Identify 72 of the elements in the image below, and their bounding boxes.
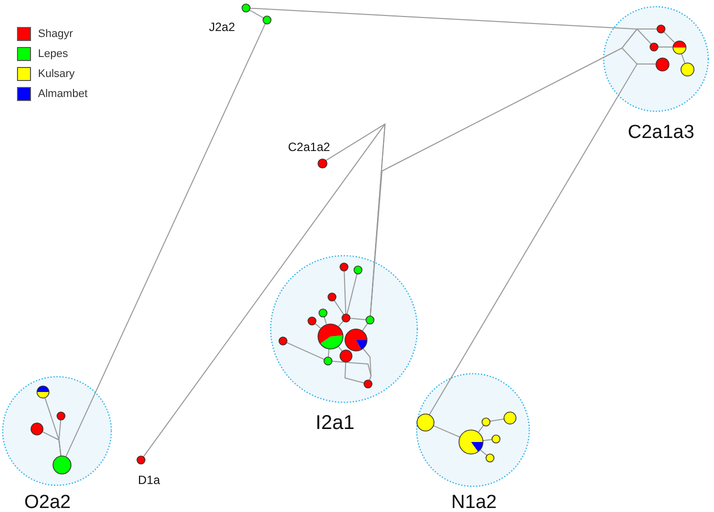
haplotype-pie-chart	[458, 429, 484, 455]
network-line	[344, 270, 346, 314]
network-line	[65, 23, 266, 458]
haplotype-circle	[339, 349, 353, 363]
haplotype-circle	[656, 24, 666, 34]
haplotype-circle	[262, 15, 272, 25]
legend-label: Kulsary	[38, 68, 75, 80]
network-line	[142, 124, 386, 458]
haplogroup-cluster	[270, 255, 418, 432]
network-line	[249, 10, 264, 18]
haplotype-pie-chart	[672, 40, 686, 54]
network-line	[482, 439, 492, 442]
haplotype-circle	[363, 379, 373, 389]
network-line	[344, 362, 365, 384]
haplotype-circle	[503, 411, 517, 425]
legend-label: Shagyr	[38, 28, 73, 40]
haplogroup-label: D1a	[138, 474, 160, 486]
network-line	[480, 449, 488, 456]
haplotype-circle	[323, 356, 333, 366]
haplotype-circle	[341, 313, 351, 323]
network-line	[432, 424, 460, 438]
haplotype-circle	[52, 455, 72, 475]
haplotype-circle	[316, 158, 328, 168]
network-line	[337, 345, 343, 352]
haplotype-circle	[654, 56, 670, 72]
network-line	[334, 300, 344, 316]
haplotype-circle	[353, 265, 363, 275]
haplotype-circle	[481, 417, 491, 427]
haplogroup-cluster	[603, 6, 709, 142]
network-line	[350, 318, 366, 320]
network-line	[680, 52, 686, 64]
haplotype-circle	[56, 411, 66, 421]
haplogroup-label: J2a2	[209, 21, 236, 33]
haplotype-circle	[485, 453, 495, 463]
network-line	[314, 323, 321, 328]
network-line	[478, 424, 484, 433]
haplotype-circle	[680, 62, 694, 76]
network-line	[663, 31, 675, 43]
haplotype-circle	[241, 3, 251, 13]
haplotype-circle	[278, 336, 288, 346]
haplotype-circle	[307, 316, 317, 326]
haplogroup-label: C2a1a3	[628, 122, 694, 142]
network-line	[324, 316, 327, 324]
haplotype-circle	[649, 42, 659, 52]
network-line	[328, 348, 330, 358]
haplotype-circle	[318, 308, 328, 318]
network-line	[658, 46, 673, 48]
haplotype-circle	[365, 315, 375, 325]
haplotype-circle	[30, 422, 44, 436]
haplotype-circle	[339, 262, 349, 272]
network-line	[286, 342, 325, 360]
haplotype-pie-chart	[36, 385, 50, 399]
haplogroup-label: C2a1a2	[288, 141, 330, 153]
network-line	[362, 348, 372, 381]
network-line	[362, 322, 368, 332]
network-line	[489, 418, 505, 422]
legend-label: Almambet	[38, 88, 88, 100]
network-line	[622, 28, 658, 64]
haplotype-circle	[491, 434, 501, 444]
haplotype-circle	[136, 455, 146, 465]
network-line	[42, 431, 62, 457]
network-line	[370, 28, 652, 316]
haplogroup-label: I2a1	[316, 412, 354, 432]
haplotype-pie-chart	[344, 328, 368, 352]
haplogroup-label: O2a2	[24, 493, 71, 512]
network-line	[338, 320, 344, 328]
haplotype-circle	[327, 292, 337, 302]
haplogroup-label: N1a2	[451, 493, 497, 512]
haplotype-circle	[416, 412, 434, 432]
haplotype-pie-chart	[316, 322, 344, 350]
network-line	[346, 273, 358, 315]
legend-label: Lepes	[38, 48, 68, 60]
